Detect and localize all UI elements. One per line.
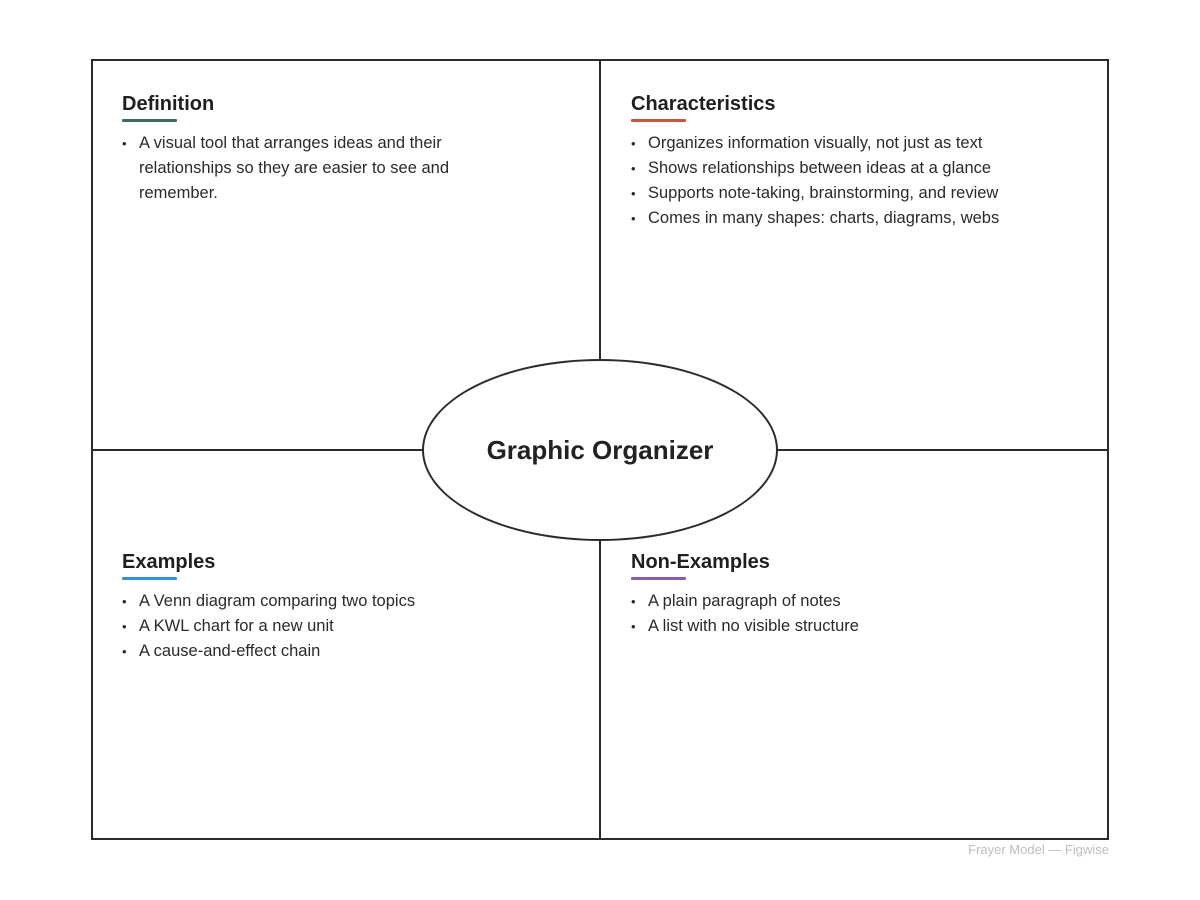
definition-item: A visual tool that arranges ideas and th… bbox=[122, 131, 472, 206]
definition-title: Definition bbox=[122, 93, 215, 115]
non-examples-list: A plain paragraph of notesA list with no… bbox=[631, 589, 1031, 639]
examples-accent-rule bbox=[122, 577, 177, 580]
characteristics-item: Supports note-taking, brainstorming, and… bbox=[631, 181, 1016, 206]
definition-accent-rule bbox=[122, 119, 177, 122]
characteristics-item: Shows relationships between ideas at a g… bbox=[631, 156, 1016, 181]
examples-item: A KWL chart for a new unit bbox=[122, 614, 522, 639]
examples-list: A Venn diagram comparing two topicsA KWL… bbox=[122, 589, 522, 664]
quadrant-characteristics: Characteristics Organizes information vi… bbox=[631, 92, 1031, 231]
center-ellipse: Graphic Organizer bbox=[422, 359, 778, 541]
non-examples-accent-rule bbox=[631, 577, 686, 580]
quadrant-examples: Examples A Venn diagram comparing two to… bbox=[122, 550, 522, 664]
examples-item: A cause-and-effect chain bbox=[122, 639, 522, 664]
footer-caption: Frayer Model — Figwise bbox=[968, 842, 1109, 857]
non-examples-item: A list with no visible structure bbox=[631, 614, 1031, 639]
non-examples-item: A plain paragraph of notes bbox=[631, 589, 1031, 614]
characteristics-list: Organizes information visually, not just… bbox=[631, 131, 1016, 231]
examples-item: A Venn diagram comparing two topics bbox=[122, 589, 522, 614]
characteristics-accent-rule bbox=[631, 119, 686, 122]
characteristics-item: Comes in many shapes: charts, diagrams, … bbox=[631, 206, 1016, 231]
non-examples-title: Non-Examples bbox=[631, 551, 770, 573]
examples-title: Examples bbox=[122, 551, 216, 573]
center-title: Graphic Organizer bbox=[486, 434, 714, 465]
quadrant-definition: Definition A visual tool that arranges i… bbox=[122, 92, 522, 206]
characteristics-title: Characteristics bbox=[631, 93, 776, 115]
quadrant-non-examples: Non-Examples A plain paragraph of notesA… bbox=[631, 550, 1031, 639]
definition-list: A visual tool that arranges ideas and th… bbox=[122, 131, 472, 206]
characteristics-item: Organizes information visually, not just… bbox=[631, 131, 1016, 156]
